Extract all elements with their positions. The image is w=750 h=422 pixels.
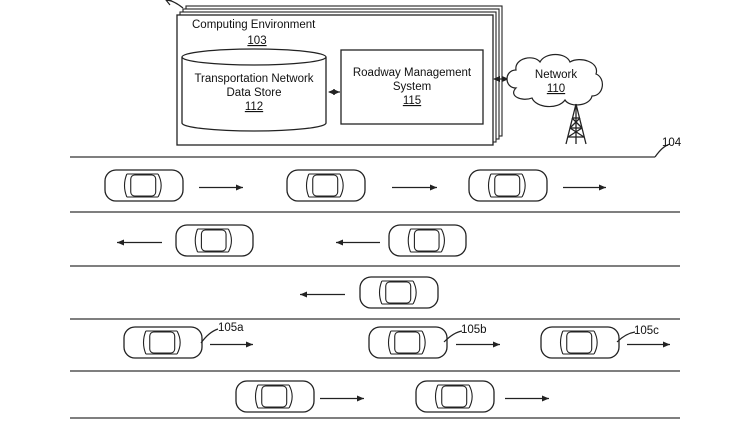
vehicle-lane3-1 <box>359 276 439 309</box>
vehicle-lane1-3 <box>468 169 548 202</box>
tower-icon <box>565 103 587 145</box>
vehicle-lane5-1 <box>235 380 315 413</box>
roadway-system-label-line1: Roadway Management <box>353 67 472 79</box>
data-store-label-line1: Transportation Network <box>194 73 313 85</box>
roadway-management-system-box <box>340 49 484 125</box>
roadway-ref: 104 <box>662 137 682 149</box>
roadway-ref-leader <box>654 143 671 158</box>
vehicles-layer <box>104 169 670 413</box>
vehicle-105c-leader <box>616 331 636 343</box>
vehicle-105a-ref: 105a <box>218 322 244 334</box>
network-ref: 110 <box>547 83 565 95</box>
roadway-system-label-line2: System <box>393 81 431 93</box>
vehicle-105c <box>540 326 620 359</box>
network-cloud <box>506 53 603 108</box>
vehicle-105c-ref: 105c <box>634 325 659 337</box>
computing-environment-label: Computing Environment <box>192 19 316 31</box>
network-label: Network <box>535 69 577 81</box>
vehicle-lane1-2 <box>286 169 366 202</box>
roadway-lanes <box>70 156 680 419</box>
vehicle-105b <box>368 326 448 359</box>
data-store-label-line2: Data Store <box>227 87 282 99</box>
vehicle-lane1-1 <box>104 169 184 202</box>
vehicle-lane2-1 <box>175 224 254 257</box>
vehicle-105b-leader <box>443 330 463 343</box>
vehicle-lane5-2 <box>415 380 495 413</box>
vehicle-105a <box>123 326 203 359</box>
data-store-cylinder <box>181 48 327 132</box>
data-store-ref: 112 <box>245 101 263 113</box>
vehicle-105a-leader <box>200 328 219 344</box>
vehicle-lane2-2 <box>388 224 467 257</box>
computing-environment-ref: 103 <box>247 35 266 47</box>
roadway-system-ref: 115 <box>403 95 421 107</box>
vehicle-105b-ref: 105b <box>461 324 487 336</box>
environment-pointer-arrow <box>165 0 184 9</box>
